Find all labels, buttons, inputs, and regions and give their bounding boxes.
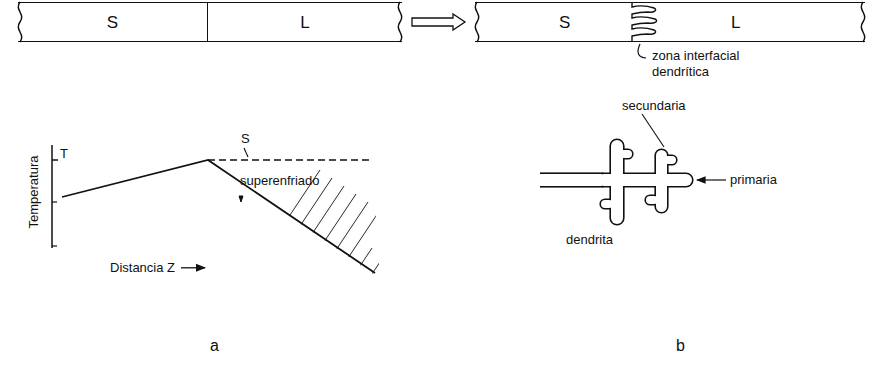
panel-letter: b [676, 336, 685, 355]
region-letter: L [300, 14, 309, 31]
annotation-label: zona interfacial dendrítica [652, 48, 774, 79]
bar-region: L [208, 2, 402, 42]
dendrite-drawing [530, 114, 726, 224]
solidifying-bar: SL [475, 2, 865, 42]
axis-label: Distancia Z [110, 260, 175, 276]
panel-letter: a [210, 336, 219, 355]
leader-line [638, 44, 646, 58]
region-letter: S [559, 14, 570, 31]
bar-break-lines [18, 2, 864, 42]
annotation-label: secundaria [622, 98, 686, 114]
annotation-label: T [60, 146, 68, 162]
bar-region: S [18, 2, 208, 42]
temperature-graph [52, 145, 384, 286]
region-letter: L [731, 14, 740, 31]
block-arrow [412, 14, 465, 30]
annotation-label: S [241, 131, 250, 147]
axis-label: Temperatura [26, 156, 42, 229]
annotation-label: primaria [730, 172, 777, 188]
region-letter: S [107, 14, 118, 31]
dendritic-interface [632, 2, 657, 42]
annotation-label: superenfriado [240, 173, 320, 189]
annotation-label: dendrita [566, 232, 613, 248]
